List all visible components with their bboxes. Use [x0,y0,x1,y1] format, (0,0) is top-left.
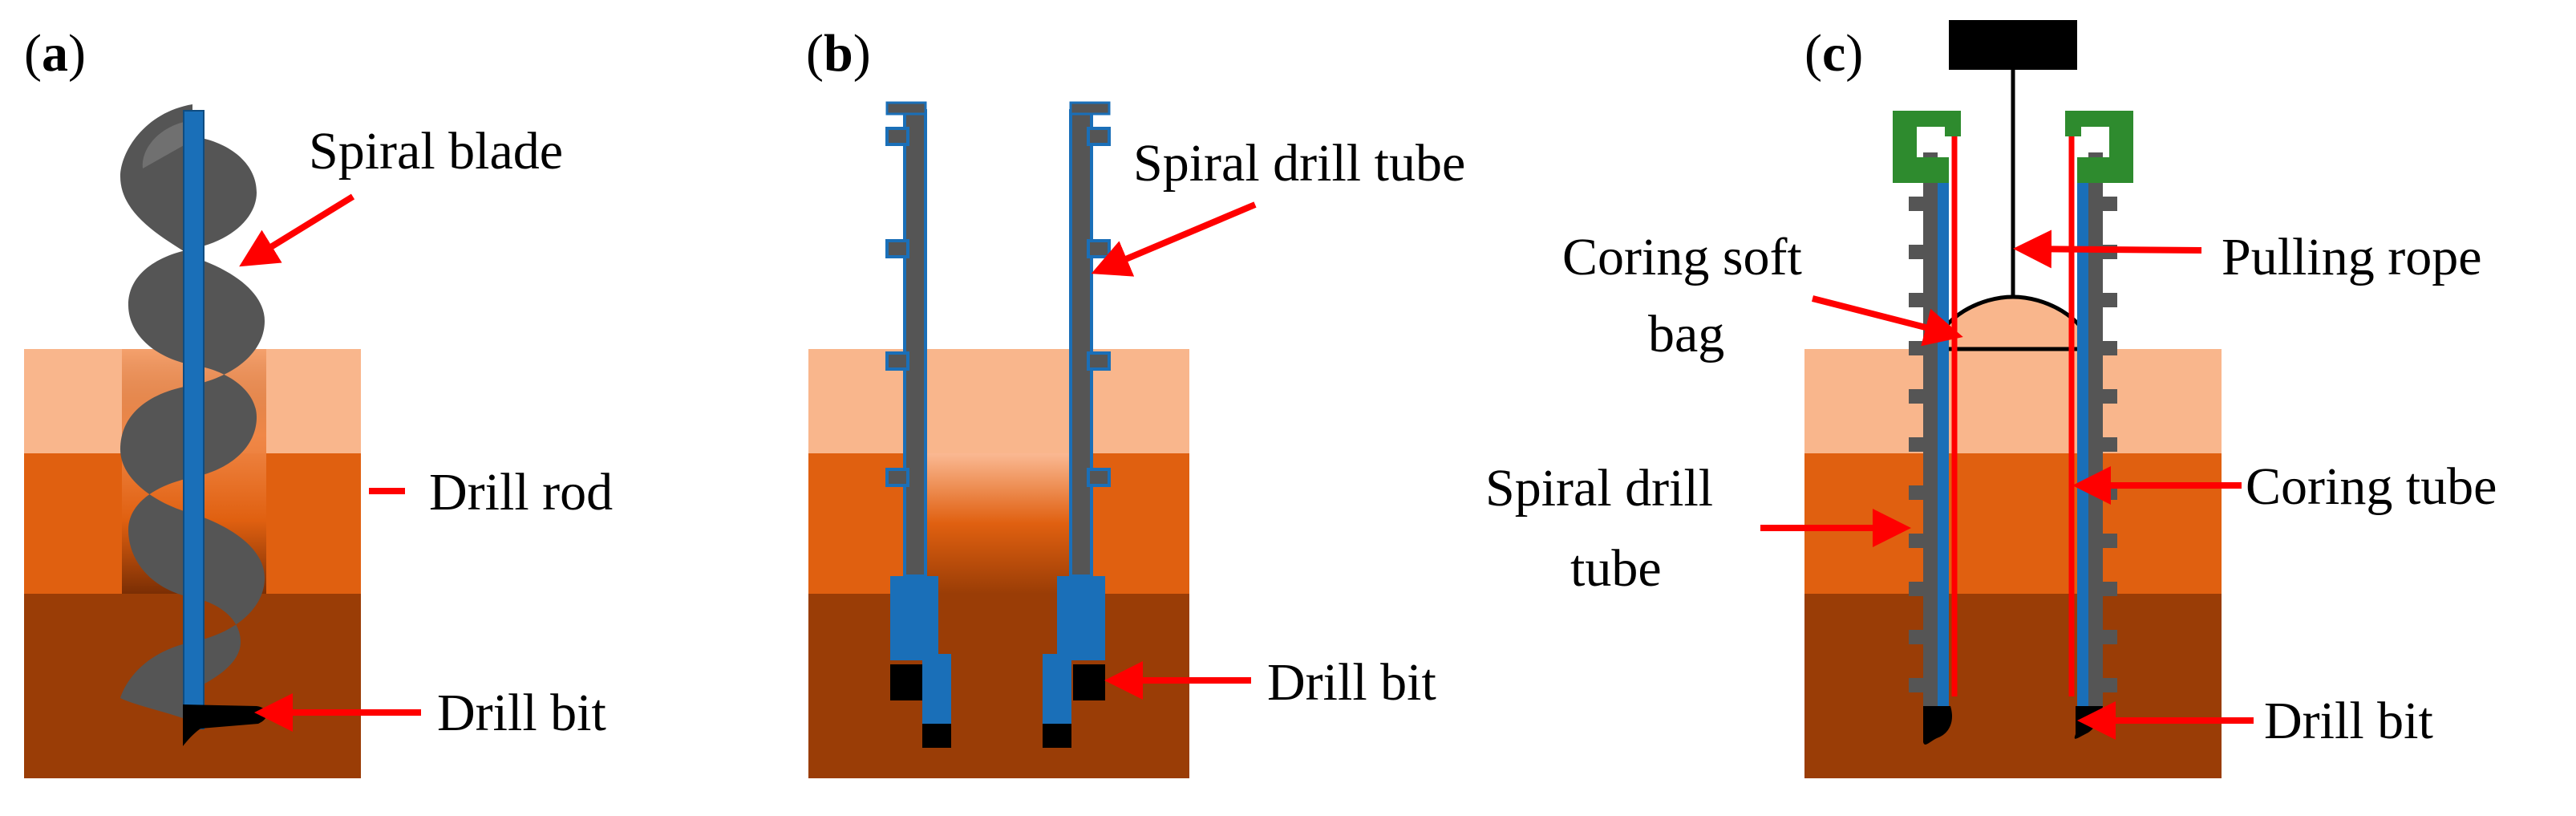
panel-b-label: (b) [806,24,871,83]
drill-bit-left [1923,706,1953,745]
drill-bit-left [890,576,951,748]
panel-c: (c) [1485,20,2497,778]
label-drill-rod: Drill rod [429,463,613,522]
soil-top-layer [808,349,1189,453]
label-drill-bit-c: Drill bit [2264,692,2433,750]
label-drill-bit-a: Drill bit [437,684,606,742]
label-drill-bit-b: Drill bit [1267,653,1436,712]
soil-bottom-layer [808,594,1189,778]
label-bag: bag [1648,305,1724,363]
clamp-right [2065,111,2133,183]
label-coring-soft: Coring soft [1562,228,1802,286]
label-tube: tube [1570,539,1662,598]
clamp-left [1893,111,1961,183]
drill-bit [183,704,267,746]
arrow-coring-soft-bag [1812,295,1963,347]
panel-b: (b) [806,24,1465,778]
drill-bit-right [1043,576,1105,748]
label-spiral-drill-tube: Spiral drill tube [1133,134,1465,193]
core-sample [1958,345,2066,453]
label-pulling-rope: Pulling rope [2222,228,2482,286]
panel-c-label: (c) [1804,24,1863,83]
arrow-spiral-blade [239,193,355,267]
label-coring-tube: Coring tube [2246,457,2497,516]
spiral-drill-tube-left [885,101,927,578]
pulling-block [1949,20,2077,70]
panel-a: (a) Spiral blade Drill rod Drill bit [24,24,613,778]
borehole [910,453,1083,594]
arrow-pulling-rope [2013,229,2202,269]
label-spiral-blade: Spiral blade [309,122,563,181]
drill-rod [183,110,205,729]
spiral-drill-tube-right [2077,152,2117,718]
panel-a-label: (a) [24,24,86,83]
arrow-spiral-drill-tube [1091,201,1257,277]
coring-soft-bag [1931,294,2095,351]
label-spiral-drill: Spiral drill [1485,459,1713,518]
